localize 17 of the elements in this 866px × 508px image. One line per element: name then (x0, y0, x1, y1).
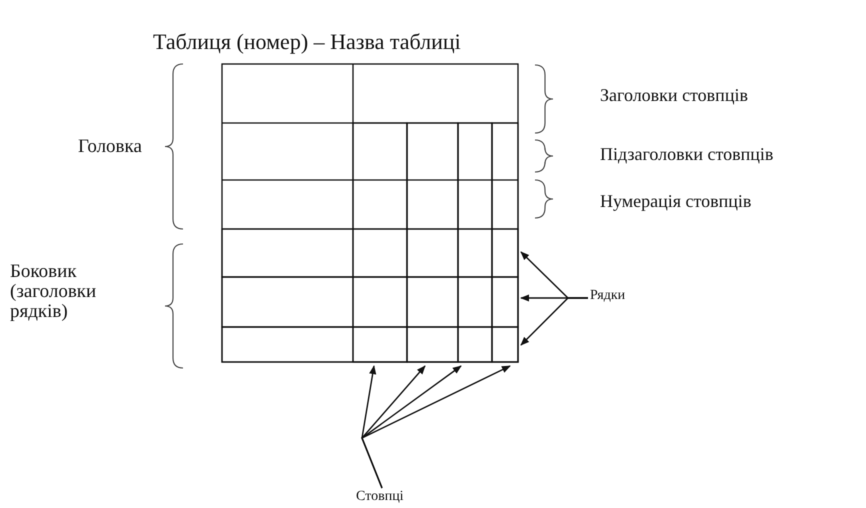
section-label: Заголовки стовпців (600, 86, 748, 105)
title: Таблиця (номер) – Назва таблиці (153, 30, 461, 54)
table-row (221, 276, 519, 328)
table-column (406, 122, 459, 363)
table-column (457, 122, 493, 363)
column-label: Стовпці (356, 490, 404, 505)
row-label: Рядки (590, 289, 626, 304)
table-row (221, 326, 519, 363)
arrow (361, 365, 511, 488)
table-row (221, 228, 519, 278)
table-column (352, 122, 408, 363)
arrow (520, 297, 588, 346)
table-column (491, 122, 519, 363)
section-label: Нумерація стовпців (600, 192, 752, 211)
section-label: Боковик (заголовки рядків) (10, 262, 98, 322)
section-label: Головка (78, 137, 142, 157)
section-label: Підзаголовки стовпців (600, 145, 774, 164)
